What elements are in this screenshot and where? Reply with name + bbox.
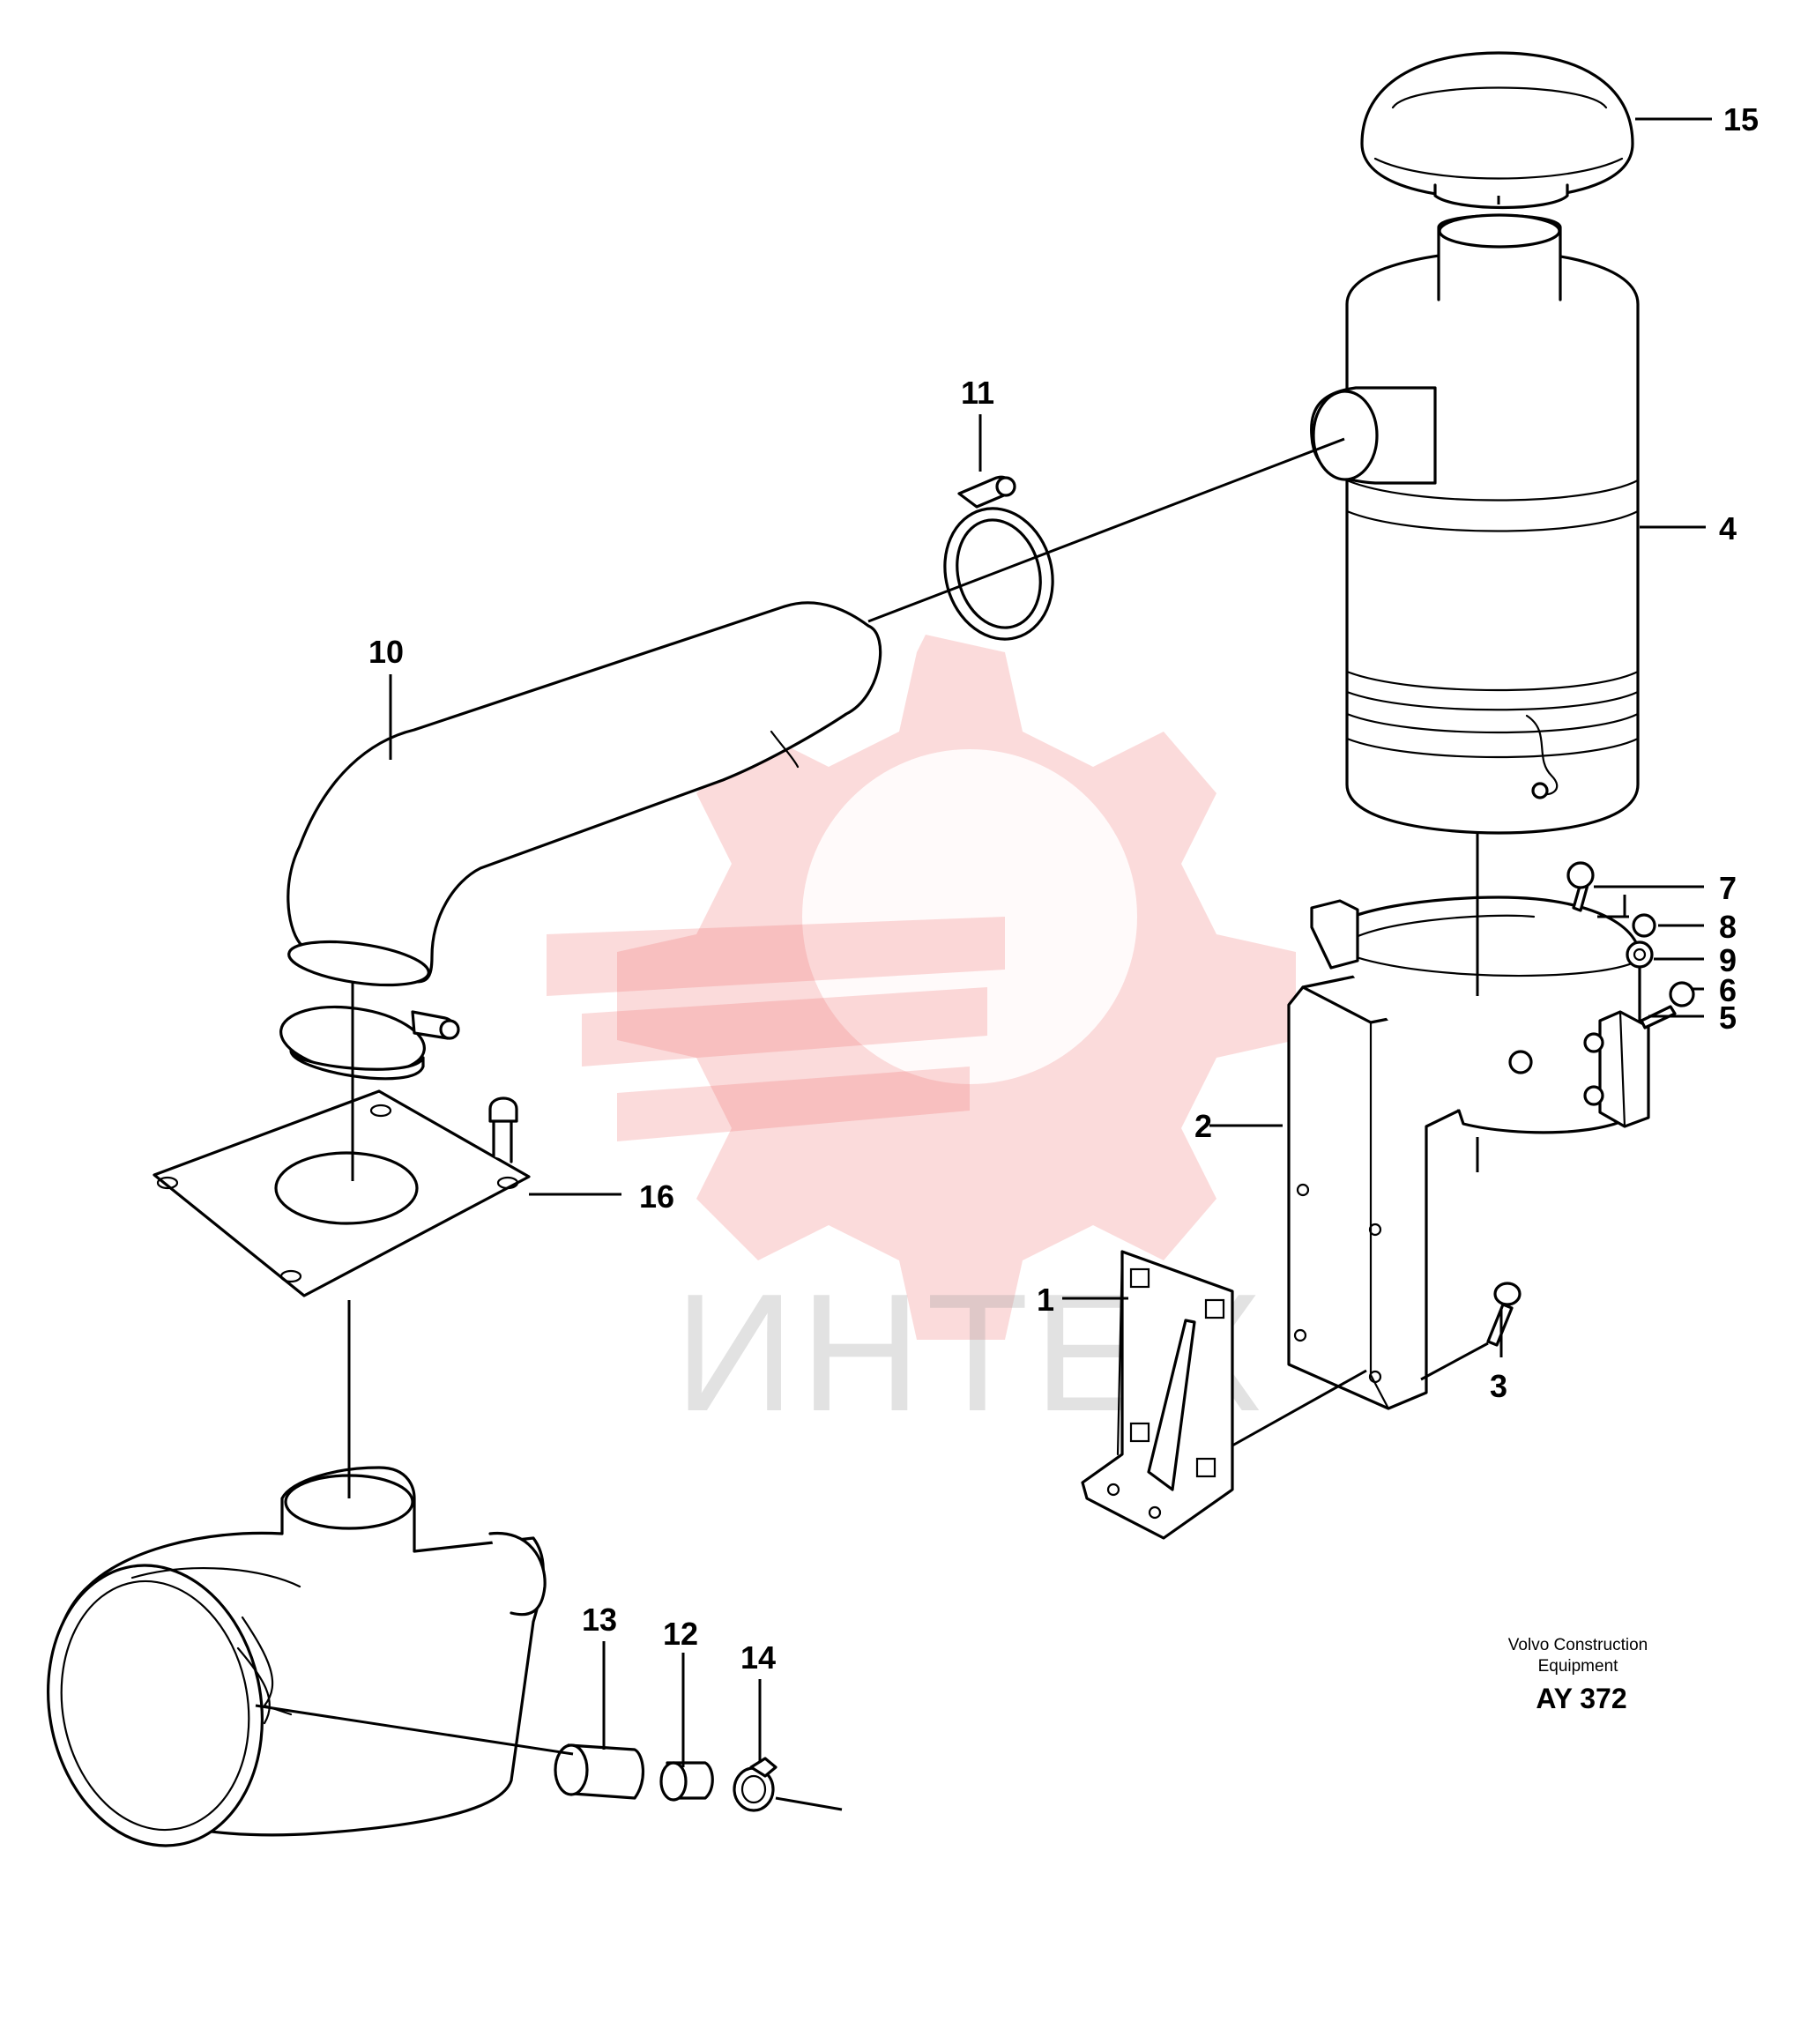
callout-13: 13: [582, 1602, 617, 1638]
callout-2: 2: [1194, 1108, 1212, 1144]
callout-3: 3: [1490, 1368, 1507, 1404]
part-7-bolt[interactable]: [1566, 861, 1595, 912]
part-4-air-cleaner[interactable]: [1310, 213, 1640, 835]
callout-9: 9: [1719, 942, 1737, 978]
callout-1: 1: [1037, 1282, 1054, 1318]
part-16-flange-plate[interactable]: [153, 1089, 531, 1297]
drawing-code: AY 372: [1536, 1683, 1626, 1714]
callout-14: 14: [740, 1639, 776, 1676]
part-1-support-bracket[interactable]: [1081, 1250, 1234, 1540]
callout-10: 10: [368, 634, 404, 670]
part-9-nut[interactable]: [1626, 940, 1654, 969]
leader-lines: [389, 117, 1712, 1767]
callout-8: 8: [1719, 909, 1737, 945]
callout-6: 6: [1719, 972, 1737, 1008]
drawing-footer: Volvo Construction Equipment AY 372: [1508, 1636, 1648, 1714]
callout-15: 15: [1723, 101, 1759, 138]
part-11-hose-clamp[interactable]: [931, 475, 1068, 651]
callout-5: 5: [1719, 1000, 1737, 1036]
part-8-washer[interactable]: [1632, 913, 1656, 938]
callout-12: 12: [663, 1616, 698, 1652]
callout-4: 4: [1719, 510, 1737, 546]
callout-11: 11: [961, 375, 994, 411]
callout-7: 7: [1719, 870, 1737, 906]
part-10-intake-hose[interactable]: [286, 601, 882, 992]
precleaner-housing[interactable]: [26, 1466, 547, 1862]
company-name-line1: Volvo Construction: [1508, 1636, 1648, 1654]
part-3-bolt[interactable]: [1486, 1282, 1522, 1347]
callout-labels: 1 2 3 4 5 6 7 8 9 10 11 12 13 14 15 16: [368, 101, 1759, 1676]
company-name-line2: Equipment: [1538, 1657, 1619, 1676]
part-6-bolt[interactable]: [1640, 981, 1695, 1029]
part-2-mounting-bracket[interactable]: [1287, 896, 1641, 1410]
part-15-rain-cap[interactable]: [1360, 51, 1634, 210]
callout-16: 16: [639, 1178, 674, 1215]
watermark-gear-logo: [547, 635, 1296, 1340]
lower-hose-clamp[interactable]: [277, 999, 460, 1081]
part-13-tube[interactable]: [554, 1743, 645, 1800]
assembly-lines: [255, 196, 1629, 1811]
part-12-sleeve[interactable]: [659, 1761, 714, 1802]
part-14-small-clamp[interactable]: [733, 1757, 778, 1812]
part-5-clamp-block[interactable]: [1583, 1010, 1650, 1128]
